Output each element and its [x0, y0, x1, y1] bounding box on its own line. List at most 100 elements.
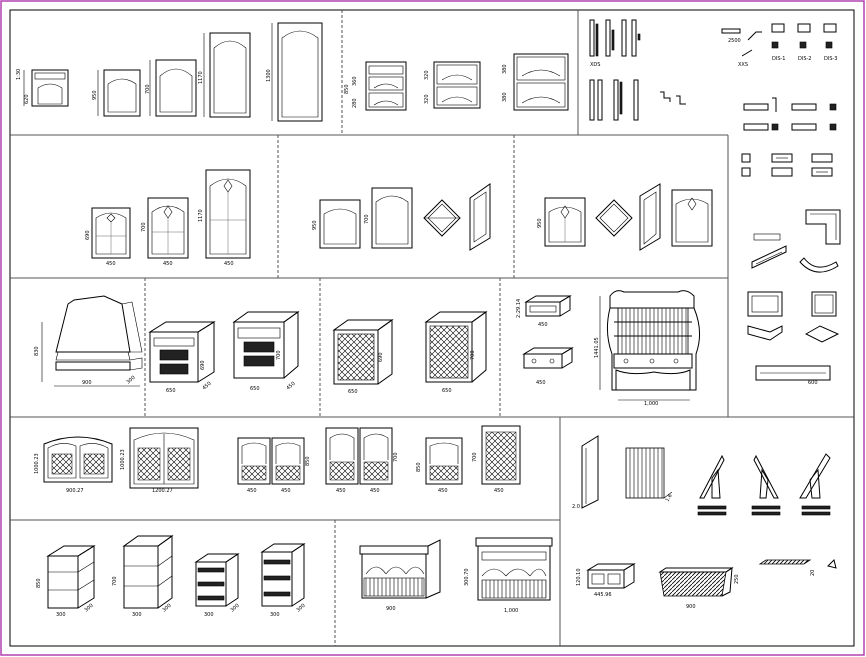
bracket-details	[741, 153, 833, 177]
dim-label: 1170	[198, 209, 204, 222]
panel-right-accessories: 600	[741, 153, 841, 386]
glazed-corner-2	[671, 189, 713, 247]
dim-label: 300.70	[464, 569, 470, 587]
dim-label: 690	[85, 230, 91, 240]
dim-label: 700	[276, 350, 282, 360]
dim-label: 445.96	[594, 592, 612, 598]
panel-hutch: 2:29.14 450 450 1441.05 1,000	[516, 290, 700, 407]
dim-label: 650	[442, 388, 452, 394]
dim-label: 300	[270, 612, 280, 618]
dim-label: 1.6	[665, 493, 674, 503]
dim-label: 450	[201, 381, 212, 392]
dim-label: 690	[378, 352, 384, 362]
panel-dividers	[10, 10, 854, 646]
corner-door-perspective	[469, 183, 491, 251]
dim-label: 700	[364, 214, 370, 224]
door-elevation-4	[203, 32, 251, 118]
panel-range-hood: 830 900 300	[34, 295, 143, 387]
small-cabinet-icons	[747, 291, 840, 381]
door-elevation-5	[271, 22, 323, 122]
panel-moulding-legend: 2500 XXS DIS-1 DIS-2 DIS-3	[721, 23, 837, 131]
dim-label: 450	[538, 322, 548, 328]
dim-label: 700	[145, 84, 151, 94]
dim-label: 280	[352, 98, 358, 108]
dim-label: 320	[424, 94, 430, 104]
arched-double-door-2	[129, 427, 199, 489]
dim-label: 700	[472, 452, 478, 462]
dim-label: 850	[344, 84, 350, 94]
moulding-label: DIS-2	[798, 56, 811, 62]
dim-label: 450	[106, 261, 116, 267]
dim-label: 850	[305, 456, 311, 466]
glazed-single-2	[481, 425, 521, 485]
dim-label: 900	[686, 604, 696, 610]
drawer-cabinet-1	[148, 321, 216, 383]
dim-label: 900.27	[66, 488, 84, 494]
corner-door-plan	[423, 199, 461, 237]
dim-label: 120.10	[576, 569, 582, 587]
moulding-label: DIS-1	[772, 56, 785, 62]
arched-double-door-1	[43, 436, 113, 483]
dim-label: 300	[132, 612, 142, 618]
dim-label: 250	[734, 574, 740, 584]
dim-label: 650	[250, 386, 260, 392]
dim-label: 300	[83, 603, 94, 614]
corner-cornice	[751, 209, 841, 273]
glazed-door-1	[91, 207, 131, 259]
side-panel-perspective	[581, 435, 599, 509]
dim-label: 850	[36, 578, 42, 588]
dim-label: 950	[312, 220, 318, 230]
glazed-corner-perspective	[639, 183, 661, 251]
dim-label: 620	[24, 94, 30, 104]
dim-label: 1300	[266, 69, 272, 82]
moulding-label: 2500	[728, 38, 741, 44]
hatched-hood	[658, 567, 734, 597]
moulding-sections	[721, 23, 837, 131]
dim-label: 380	[502, 64, 508, 74]
dim-label: 450	[247, 488, 257, 494]
dim-label: 1000.23	[34, 453, 40, 474]
panel-side-panels: 2.0 1.6	[572, 435, 831, 516]
dim-label: 1170	[198, 71, 204, 84]
panel-drawer-cabinets: 650 690 450 650 700 450	[148, 311, 300, 394]
wall-cubby	[586, 563, 636, 589]
glazed-corner-plan	[595, 199, 633, 237]
drawer-cabinet-2	[232, 311, 300, 379]
dim-label: 450	[224, 261, 234, 267]
dim-label: 360	[352, 76, 358, 86]
door-elevation-3	[149, 59, 197, 117]
dim-label: 20	[810, 570, 816, 576]
drawer-stack-1	[365, 61, 407, 111]
corner-door-2	[371, 187, 413, 249]
dim-label: 1,000	[504, 608, 518, 614]
profile-section-set	[589, 19, 686, 121]
dim-label: 1:30	[16, 69, 22, 80]
corner-door-1	[319, 199, 361, 249]
panel-drawer-fronts: 850 360 280 320 320 380 380	[344, 53, 569, 111]
glazed-pair-2	[325, 427, 393, 485]
shelf-unit-2	[122, 535, 174, 609]
drawer-stack-3	[513, 53, 569, 111]
dim-label: 900	[386, 606, 396, 612]
dim-label: 450	[494, 488, 504, 494]
dim-label: 450	[438, 488, 448, 494]
shelf-unit-4	[260, 543, 306, 607]
glazed-corner-1	[544, 197, 586, 247]
dim-label: 1441.05	[594, 337, 600, 358]
dim-label: 600	[808, 380, 818, 386]
dim-label: 650	[348, 389, 358, 395]
glazed-single-1	[425, 437, 463, 485]
range-hood	[55, 295, 143, 371]
dim-label: 700	[470, 350, 476, 360]
dim-label: 850	[416, 462, 422, 472]
panel-door-elevations: 1:30 620 950 700 1170 1300	[16, 22, 323, 122]
wall-shelf-1	[524, 295, 572, 317]
hutch-cabinet	[606, 290, 700, 391]
dim-label: 300	[295, 603, 306, 614]
dim-label: 950	[537, 218, 543, 228]
panel-glazed-doors: 690 450 700 450 1170 450	[85, 169, 251, 267]
dim-label: 450	[370, 488, 380, 494]
valance-strip	[758, 559, 837, 569]
